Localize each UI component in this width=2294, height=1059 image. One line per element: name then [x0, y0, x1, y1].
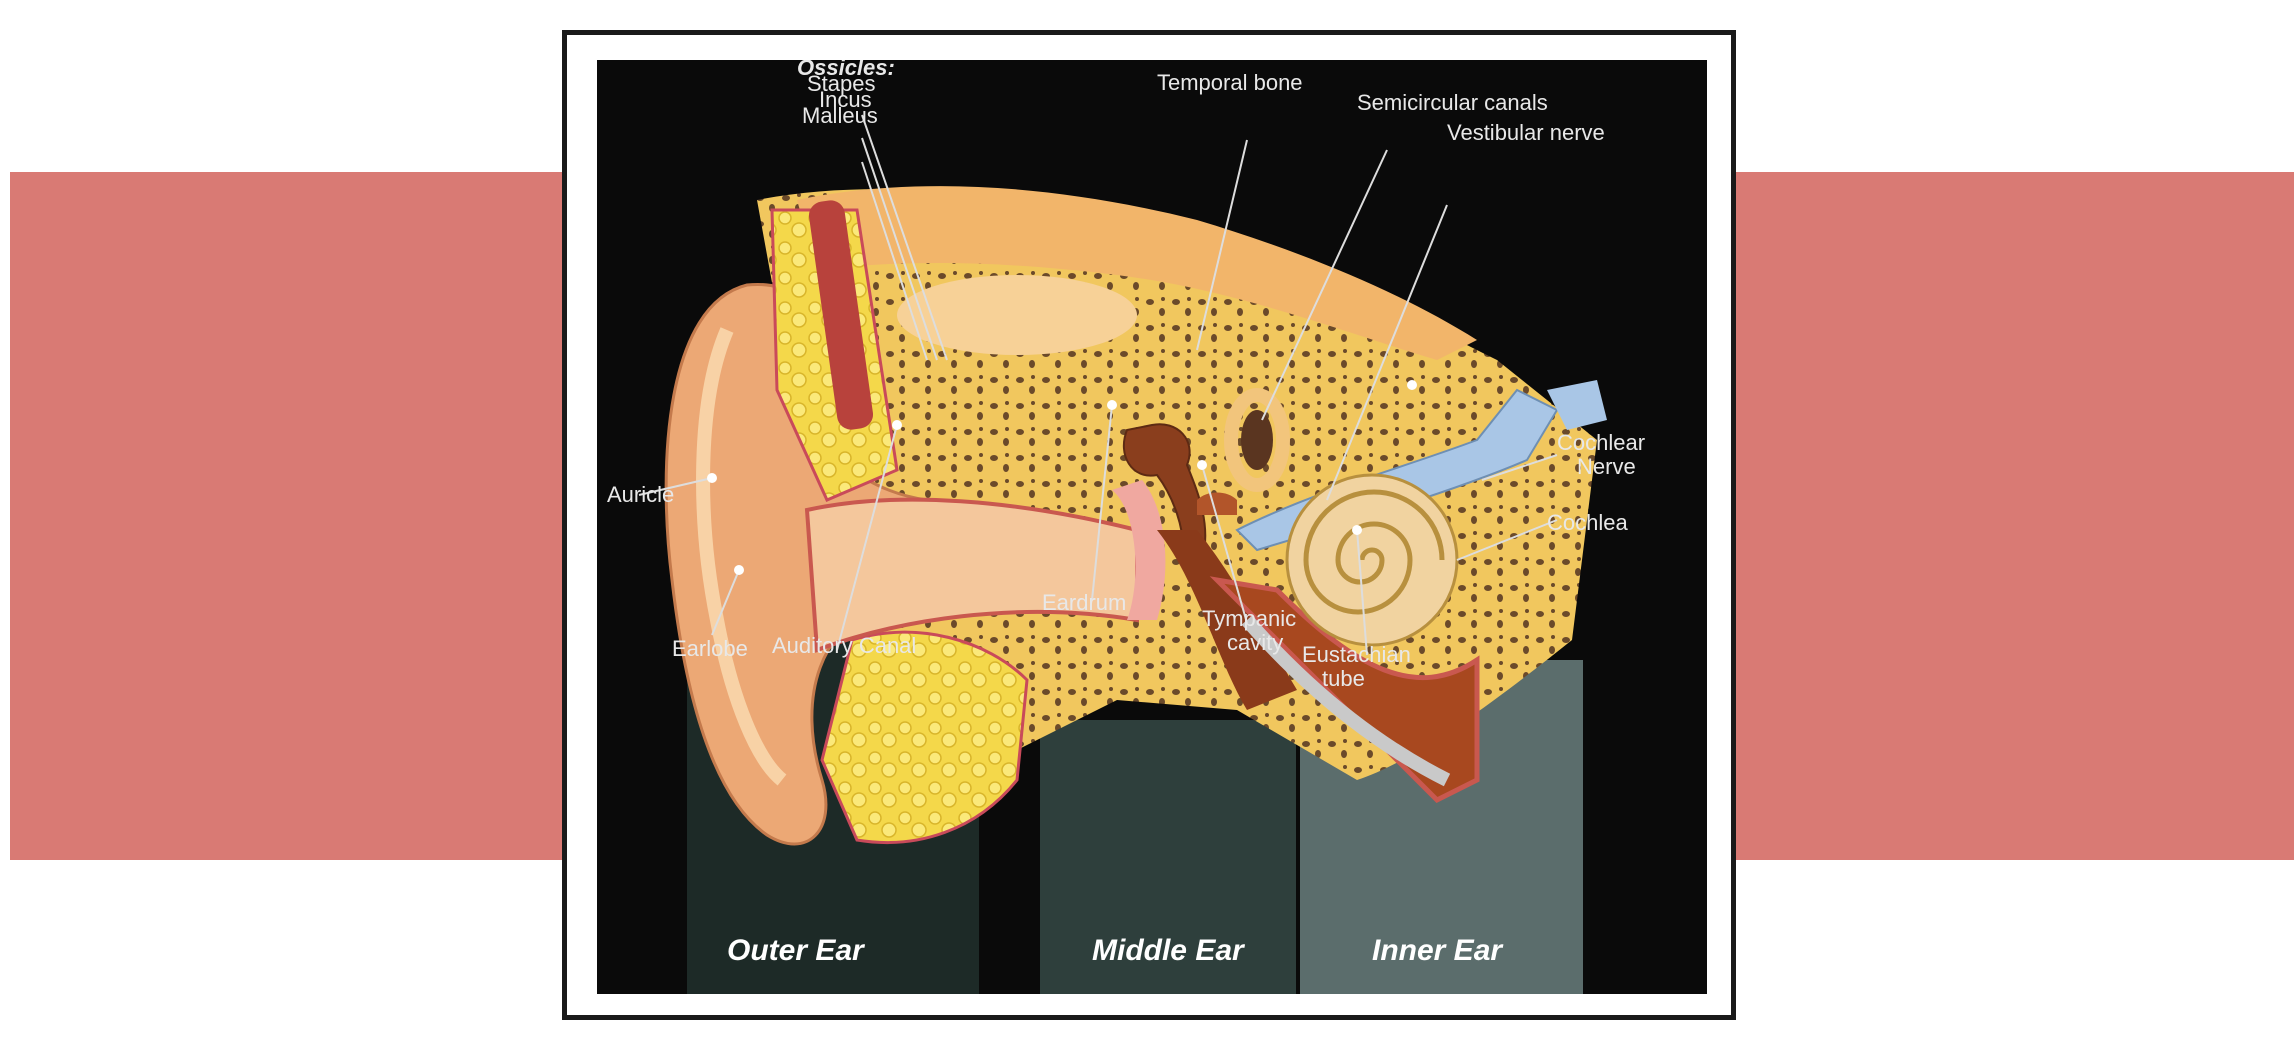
label-malleus: Malleus — [802, 103, 878, 128]
label-eardrum: Eardrum — [1042, 590, 1126, 615]
pointer-cochlea — [1456, 519, 1558, 561]
eustachian-tube-shape — [1209, 576, 1480, 804]
section-middle-ear: Middle Ear — [1092, 934, 1246, 967]
pointer-auditory-canal — [836, 424, 898, 651]
label-eustachian-tube-line1: Eustachian — [1302, 642, 1411, 667]
dot-eardrum — [1107, 400, 1117, 410]
ear-diagram-panel: Ossicles: Stapes Incus Malleus Temporal … — [597, 60, 1707, 994]
lower-cartilage — [820, 630, 1029, 844]
pointer-malleus — [861, 161, 928, 361]
label-cochlear-nerve-line1: Cochlear — [1557, 430, 1645, 455]
dot-auditory-canal — [892, 420, 902, 430]
tympanic-cavity-shape — [1157, 530, 1297, 710]
pointer-eustachian-tube — [1356, 529, 1368, 656]
ear-diagram: Ossicles: Stapes Incus Malleus Temporal … — [607, 60, 1645, 994]
semicircular-canal-shape — [1224, 388, 1290, 492]
label-auricle: Auricle — [607, 482, 674, 507]
dot-auricle — [707, 473, 717, 483]
pointer-incus — [861, 137, 938, 361]
label-vestibular-nerve: Vestibular nerve — [1447, 120, 1605, 145]
label-semicircular-canals: Semicircular canals — [1357, 90, 1548, 115]
stapes-shape — [1197, 492, 1237, 515]
label-tympanic-cavity-line1: Tympanic — [1202, 606, 1296, 631]
right-red-band — [1736, 172, 2294, 860]
pointer-temporal-bone — [1196, 139, 1248, 351]
pointer-eardrum — [1091, 404, 1113, 601]
label-eustachian-tube-line2: tube — [1322, 666, 1365, 691]
nerve-end — [1547, 380, 1607, 430]
pointer-cochlear-nerve — [1481, 454, 1558, 481]
temporal-bone-highlight — [897, 275, 1137, 355]
cochlea-shape — [1285, 473, 1459, 647]
dot-earlobe — [734, 565, 744, 575]
eardrum-shape — [1112, 480, 1166, 620]
semicircular-canal-inner — [1241, 410, 1273, 470]
label-stapes: Stapes — [807, 71, 876, 96]
cochlea-spiral — [1303, 489, 1445, 615]
pointer-auricle — [638, 477, 713, 496]
pointer-stapes — [861, 114, 948, 361]
middle-ear-zone — [1040, 720, 1296, 994]
temporal-bone-surface — [797, 186, 1477, 360]
dot-cochlea — [1407, 380, 1417, 390]
label-ossicles: Ossicles: — [797, 60, 895, 80]
label-temporal-bone: Temporal bone — [1157, 70, 1303, 95]
pointer-tympanic-cavity — [1201, 464, 1248, 624]
auricle-rim — [696, 327, 787, 786]
pointer-vestibular-nerve — [1326, 204, 1448, 501]
label-cochlea: Cochlea — [1547, 510, 1628, 535]
section-outer-ear: Outer Ear — [727, 934, 866, 967]
label-incus: Incus — [819, 87, 872, 112]
label-earlobe: Earlobe — [672, 636, 748, 661]
dot-tympanic-cavity — [1197, 460, 1207, 470]
pointer-semicircular-canals — [1261, 149, 1388, 421]
label-tympanic-cavity-line2: cavity — [1227, 630, 1283, 655]
eustachian-cartilage — [1241, 615, 1451, 787]
section-inner-ear: Inner Ear — [1372, 934, 1504, 967]
pointer-earlobe — [711, 569, 740, 636]
dot-eustachian-tube — [1352, 525, 1362, 535]
label-auditory-canal: Auditory Canal — [772, 633, 916, 658]
auricular-muscle — [808, 200, 874, 430]
label-cochlear-nerve-line2: Nerve — [1577, 454, 1636, 479]
left-red-band — [10, 172, 562, 860]
